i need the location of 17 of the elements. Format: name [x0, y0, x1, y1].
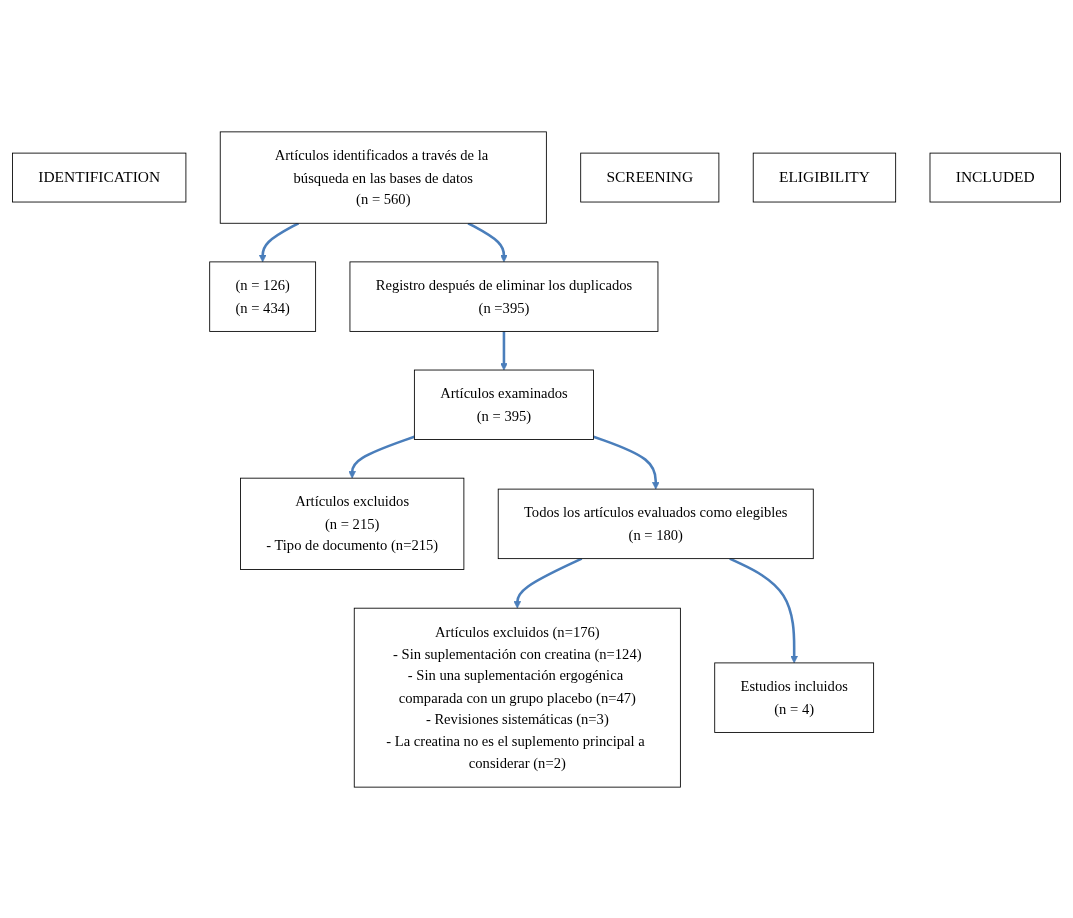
arrow — [348, 435, 415, 478]
node-box: Artículos excluidos (n=176) - Sin suplementación con creatina (n=124) - Sin una suplementación ergogénica comparada con un grupo placebo (n=47) - Revisiones sistemáticas (n=3) - La creatina no es el suplemento principal a considerar (n=2) — [353, 607, 681, 788]
node-box: Artículos examinados (n = 395) — [413, 369, 594, 440]
node-box: INCLUDED — [929, 152, 1061, 202]
node-box: Registro después de eliminar los duplicados (n =395) — [349, 260, 659, 332]
node-box: ELIGIBILITY — [752, 152, 897, 202]
arrow — [593, 434, 660, 489]
node-box: Artículos identificados a través de la búsqueda en las bases de datos (n = 560) — [219, 130, 547, 224]
node-box: Todos los artículos evaluados como elegibles (n = 180) — [497, 488, 814, 559]
node-box: Estudios incluidos (n = 4) — [714, 661, 875, 733]
node-box: SCREENING — [580, 152, 720, 202]
arrow — [467, 221, 508, 262]
node-box: Artículos excluidos (n = 215) - Tipo de documento (n=215) — [240, 477, 465, 570]
node-box: IDENTIFICATION — [12, 152, 187, 202]
arrow — [500, 330, 508, 370]
arrow — [258, 221, 300, 262]
node-box: (n = 126) (n = 434) — [209, 260, 317, 332]
